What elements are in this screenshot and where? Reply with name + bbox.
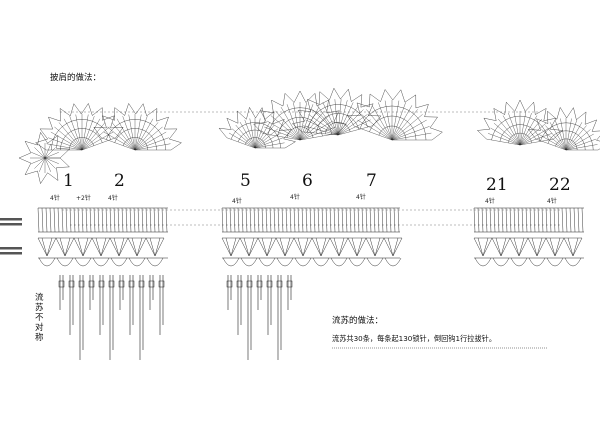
motif-number-2: 2 (114, 171, 125, 191)
stitch-band-left (37, 207, 168, 267)
fringe-method-title: 流苏的做法： (332, 315, 383, 326)
fan-motif (527, 106, 600, 151)
chain-label: 4针 (290, 193, 300, 201)
chain-label: 4针 (485, 197, 495, 205)
chain-label: 4针 (108, 194, 118, 202)
edge-tab (0, 252, 22, 255)
fringe-instructions: 流苏共30条，每条起130锁针，倒回钩1行拉拔针。 (332, 334, 496, 343)
motif-number-22: 22 (549, 175, 571, 195)
motif-number-7: 7 (366, 171, 377, 191)
motif-number-6: 6 (302, 171, 313, 191)
flower-motif (18, 131, 70, 185)
chain-label: 4针 (547, 197, 557, 205)
chain-label: 4针 (50, 194, 60, 202)
edge-tab (0, 247, 22, 250)
stitch-band-middle (221, 207, 403, 267)
stitch-band-right (473, 207, 584, 267)
fan-motif (35, 102, 124, 151)
fringe-left (58, 275, 165, 360)
edge-tab (0, 218, 22, 221)
fan-motif (253, 90, 347, 141)
fan-motif (291, 87, 382, 136)
diagram-artwork (0, 87, 600, 360)
fan-motif (346, 89, 443, 141)
chain-label: 4针 (232, 197, 242, 205)
motif-number-21: 21 (486, 175, 508, 195)
chain-label: +2针 (76, 194, 91, 202)
fan-motif (93, 102, 182, 151)
motif-number-5: 5 (240, 171, 251, 191)
fan-motif (476, 99, 564, 146)
shawl-method-title: 披肩的做法： (50, 72, 101, 83)
fringe-asymmetric-note: 流苏不对称 (35, 292, 44, 343)
motif-number-1: 1 (63, 171, 74, 191)
chain-label: 4针 (356, 193, 366, 201)
fan-motif (218, 106, 297, 149)
edge-tab (0, 223, 22, 226)
fringe-middle (226, 275, 293, 360)
